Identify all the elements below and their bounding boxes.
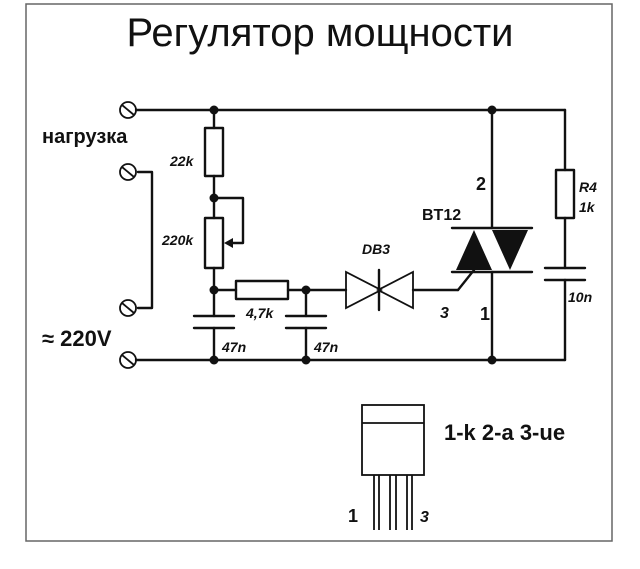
- c1-label: 47n: [221, 339, 246, 355]
- pin2-marker: 2: [476, 174, 486, 194]
- terminal-bottom: [119, 351, 137, 369]
- r3-label: 4,7k: [245, 305, 274, 321]
- pin1-marker: 1: [480, 304, 490, 324]
- gate-wire: [456, 268, 476, 292]
- triac-package: [361, 404, 425, 530]
- c3-label: 10n: [568, 289, 592, 305]
- mains-label: ≈ 220V: [42, 326, 112, 351]
- r4-name-label: R4: [579, 179, 597, 195]
- resistor-r4: [554, 168, 576, 220]
- pkg-pin3-label: 3: [420, 509, 429, 526]
- diagram-frame: [25, 3, 613, 542]
- diac-label: DB3: [362, 241, 390, 257]
- page-title: Регулятор мощности: [126, 11, 513, 55]
- terminal-load: [119, 163, 137, 181]
- triac-bt12: [450, 226, 534, 274]
- r1-label: 22k: [169, 153, 195, 169]
- pkg-pin1-label: 1: [348, 506, 358, 526]
- load-jumper-wire: [136, 170, 154, 310]
- terminal-top: [119, 101, 137, 119]
- terminal-mains: [119, 299, 137, 317]
- c2-label: 47n: [313, 339, 338, 355]
- r4-value-label: 1k: [579, 199, 596, 215]
- pinout-label: 1-k 2-a 3-ue: [444, 420, 565, 445]
- resistor-4-7k: [234, 279, 290, 301]
- potentiometer-wiper: [212, 196, 245, 245]
- resistor-22k: [203, 126, 225, 178]
- pot-label: 220k: [161, 232, 194, 248]
- pin3-marker: 3: [440, 305, 449, 322]
- potentiometer-220k: [203, 216, 225, 270]
- load-label: нагрузка: [42, 126, 128, 148]
- diac-db3: [345, 268, 414, 312]
- triac-label: BT12: [422, 207, 461, 224]
